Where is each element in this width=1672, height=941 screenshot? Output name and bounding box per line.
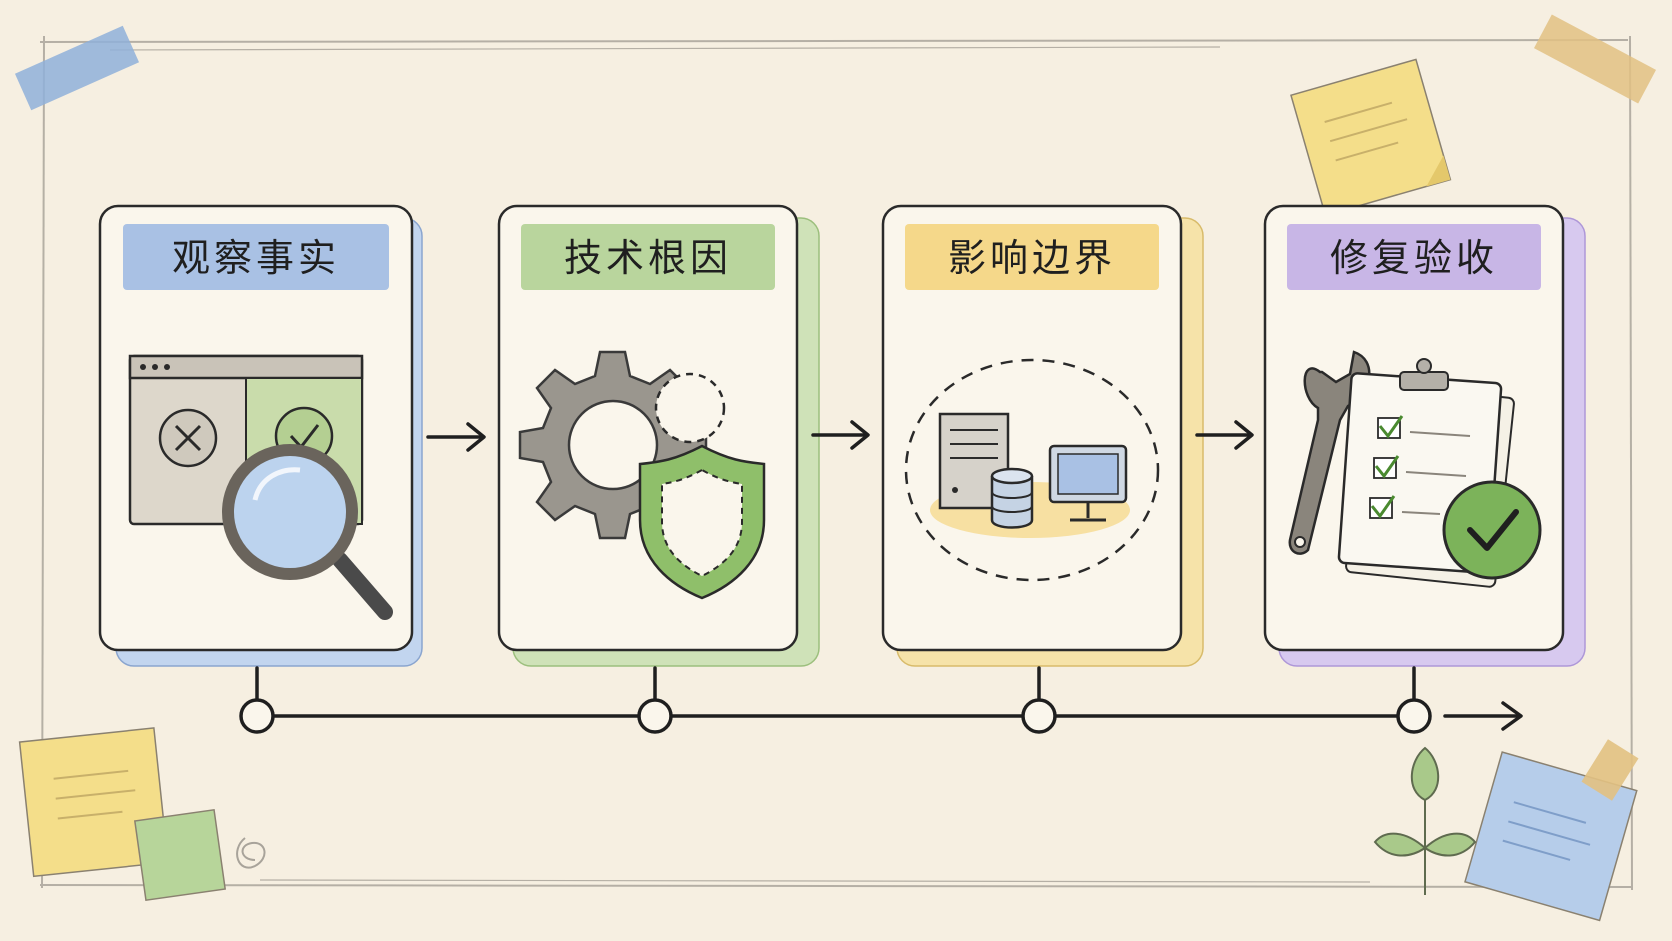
tape-bottom-right (1581, 739, 1639, 801)
sticky-note-bottom-left-yellow (18, 727, 169, 878)
header-bar-4 (1287, 224, 1541, 290)
gear-shield-icon (518, 350, 766, 600)
header-bar-3 (905, 224, 1159, 290)
sprout-icon (1373, 746, 1477, 895)
timeline-node-1 (239, 698, 275, 734)
swirl-doodle (236, 837, 266, 869)
tape-top-left (14, 25, 140, 111)
step-label-2: 技术根因 (564, 236, 732, 280)
sticky-note-bottom-left-green (133, 808, 227, 902)
arrow-right-icon-1 (426, 422, 486, 452)
timeline-node-2 (637, 698, 673, 734)
server-boundary-icon (904, 358, 1160, 582)
magnifier-icon (128, 354, 393, 620)
card-3 (881, 204, 1183, 652)
timeline (255, 666, 1523, 731)
timeline-nodes (239, 698, 1432, 734)
arrow-right-icon-3 (1195, 420, 1254, 450)
arrow-right-icon-2 (811, 420, 870, 450)
sketch-frame (39, 35, 1633, 891)
tape-top-right (1533, 14, 1657, 104)
step-arrows (426, 420, 1254, 452)
timeline-node-3 (1021, 698, 1057, 734)
step-label-3: 影响边界 (948, 236, 1116, 280)
timeline-node-4 (1396, 698, 1432, 734)
header-bar-1 (123, 224, 389, 290)
step-label-1: 观察事实 (172, 236, 340, 280)
sticky-note-bottom-right-blue (1464, 751, 1638, 922)
sticky-note-top-right (1290, 58, 1452, 217)
wrench-checklist-icon (1288, 350, 1542, 588)
step-label-4: 修复验收 (1330, 236, 1498, 280)
header-bar-2 (521, 224, 775, 290)
header-bars (123, 224, 1541, 290)
header-labels: 观察事实 技术根因 影响边界 修复验收 (172, 236, 1498, 280)
